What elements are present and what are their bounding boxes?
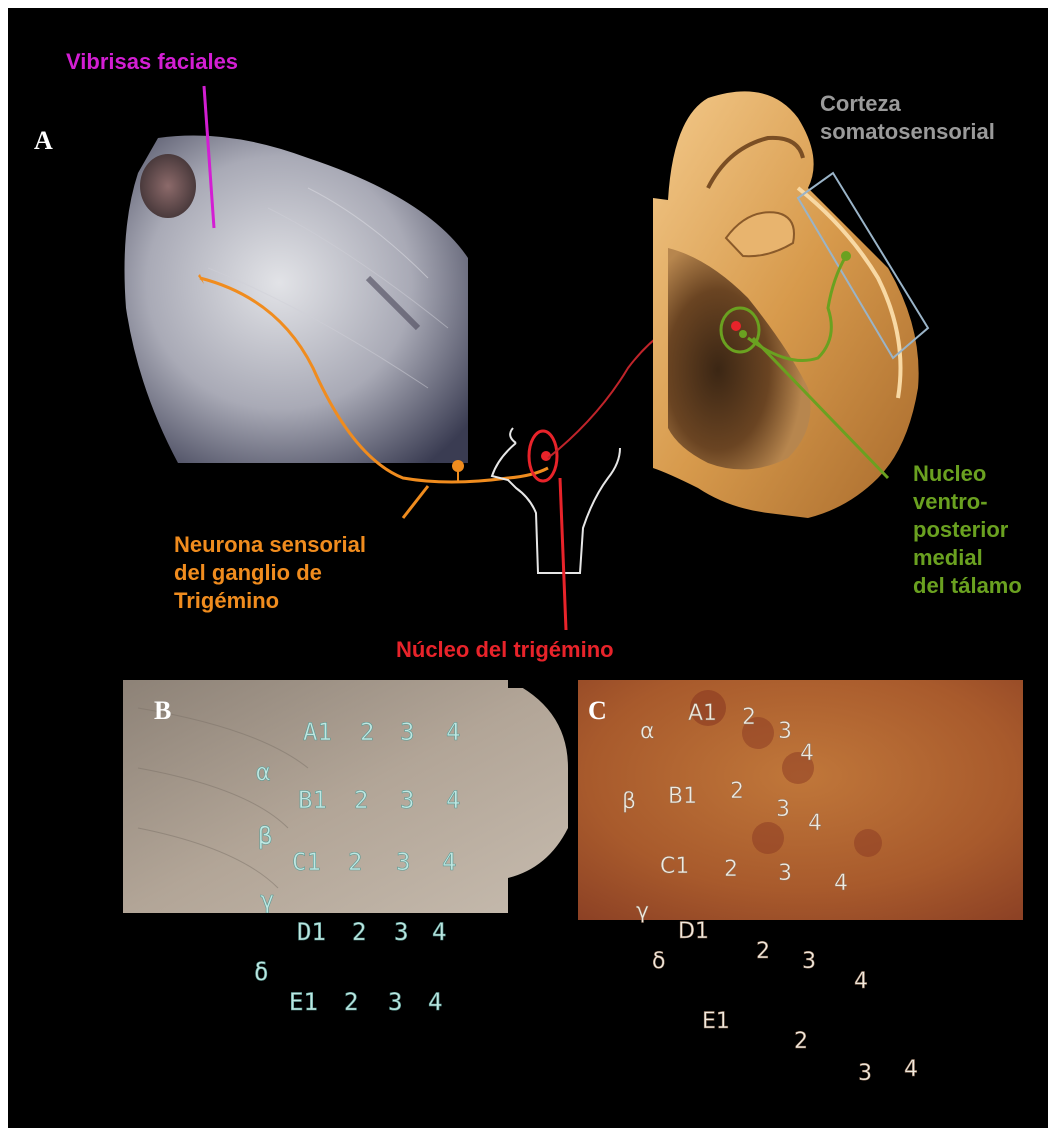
barrel-label: 2: [794, 1029, 808, 1054]
panel-letter-c: C: [588, 696, 607, 726]
whisker-label: 3: [400, 718, 414, 746]
whisker-label: 4: [446, 718, 460, 746]
whisker-label: C1: [292, 848, 321, 876]
barrel-cortex-photo-c: [578, 680, 1023, 920]
barrel-label: 3: [778, 861, 792, 886]
barrel-label: 4: [808, 811, 822, 836]
whisker-label: δ: [254, 958, 268, 986]
brain-slice-image: [653, 91, 919, 518]
barrel-label: D1: [678, 919, 709, 944]
barrel-label: 4: [854, 969, 868, 994]
panel-letter-a: A: [34, 126, 53, 156]
label-cortex: Corteza somatosensorial: [820, 90, 995, 146]
whisker-label: 4: [432, 918, 446, 946]
barrel-label: δ: [652, 949, 665, 974]
whisker-label: α: [256, 758, 270, 786]
whisker-label: B1: [298, 786, 327, 814]
whisker-label: 4: [428, 988, 442, 1016]
whisker-label: 3: [388, 988, 402, 1016]
whisker-label: 4: [442, 848, 456, 876]
barrel-label: 2: [724, 857, 738, 882]
barrel-label: 3: [778, 719, 792, 744]
barrel-label: A1: [688, 701, 717, 726]
whisker-label: 3: [396, 848, 410, 876]
barrel-label: B1: [668, 784, 697, 809]
label-thalamus: Nucleo ventro- posterior medial del tála…: [913, 460, 1022, 600]
label-vibrisas: Vibrisas faciales: [66, 48, 238, 76]
whisker-label: 2: [352, 918, 366, 946]
whisker-label: 3: [400, 786, 414, 814]
whisker-label: 2: [354, 786, 368, 814]
barrel-label: C1: [660, 854, 689, 879]
barrel-label: 3: [776, 797, 790, 822]
label-neuron: Neurona sensorial del ganglio de Trigémi…: [174, 531, 366, 615]
figure: A1 2 3 4 B1 2 3 4 C1 2 3 4 D1 2 3 4 E1 2…: [8, 8, 1048, 1128]
barrel-label: β: [622, 789, 636, 814]
whisker-label: 3: [394, 918, 408, 946]
figure-drawing: A1 2 3 4 B1 2 3 4 C1 2 3 4 D1 2 3 4 E1 2…: [8, 8, 1048, 1128]
label-nucleus: Núcleo del trigémino: [396, 636, 614, 664]
whisker-label: D1: [297, 918, 326, 946]
barrel-label: E1: [702, 1009, 730, 1034]
barrel-label: 3: [802, 949, 816, 974]
nucleus-pointer: [560, 478, 566, 630]
barrel-label: 2: [756, 939, 770, 964]
whisker-label: β: [258, 822, 272, 850]
whisker-label: 2: [360, 718, 374, 746]
barrel-label: γ: [636, 899, 649, 924]
whisker-label: 2: [348, 848, 362, 876]
whisker-label: E1: [289, 988, 318, 1016]
barrel-label: 4: [904, 1057, 918, 1082]
neuron-pointer: [403, 486, 428, 518]
barrel-label: 2: [730, 779, 744, 804]
whisker-label: γ: [260, 886, 274, 914]
whisker-label: A1: [303, 718, 332, 746]
whisker-label: 2: [344, 988, 358, 1016]
panel-letter-b: B: [154, 696, 171, 726]
barrel-label: 4: [800, 741, 814, 766]
barrel-label: 4: [834, 871, 848, 896]
barrel-label: α: [640, 719, 655, 744]
rat-head-image: [125, 136, 469, 464]
barrel-label: 2: [742, 705, 756, 730]
whisker-label: 4: [446, 786, 460, 814]
barrel-label: 3: [858, 1061, 872, 1086]
